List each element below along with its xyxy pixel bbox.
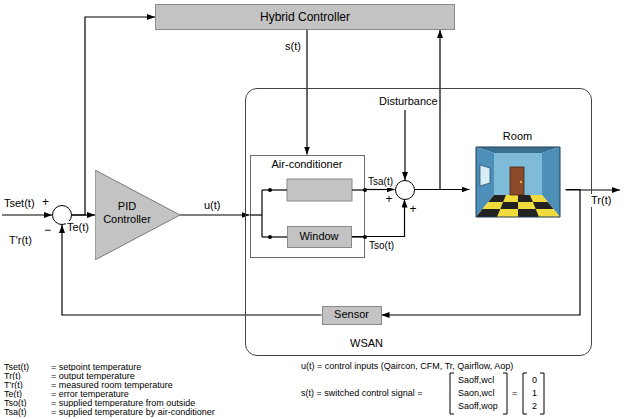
node-text: WSAN	[350, 337, 383, 350]
note-text: = supplied temperature by air-conditione…	[50, 407, 216, 418]
node-text: Sensor	[334, 308, 369, 321]
matrix-bracket	[450, 373, 454, 414]
note-text: Saon,wcl	[457, 388, 496, 399]
node-text: Hybrid Controller	[260, 10, 350, 24]
note-text: u(t) = control inputs (Qaircon, CFM, Tr,…	[300, 361, 514, 372]
room-node: Room	[470, 128, 566, 228]
node-text: +	[42, 195, 49, 209]
disturbance-label: Disturbance	[378, 95, 439, 108]
signal-label: Tsa(t)	[367, 176, 394, 188]
signal-connector	[352, 200, 405, 237]
pid-triangle: PID Controller	[95, 170, 180, 260]
note-text: =	[511, 388, 518, 399]
note-text: Tsa(t)	[3, 407, 28, 418]
signal-label: s(t)	[284, 40, 302, 53]
node-text: +	[386, 192, 393, 206]
node-text: +	[410, 202, 417, 216]
note-text: s(t) = switched control signal =	[300, 388, 424, 399]
window-box: Window	[287, 226, 352, 248]
signal-label: Tso(t)	[368, 240, 395, 252]
note-text: Saoff,wcl	[457, 375, 495, 386]
node-text: PID Controller	[98, 200, 156, 226]
signal-connector	[180, 214, 250, 215]
controller-box: Hybrid Controller	[155, 4, 455, 30]
signal-connector	[365, 189, 395, 190]
signal-label: u(t)	[203, 199, 222, 212]
matrix-bracket	[523, 373, 527, 414]
signal-connector	[415, 30, 441, 190]
node-text: Room	[503, 130, 532, 143]
input-signal: Tset(t)	[3, 197, 36, 210]
disturbance-arrow	[404, 110, 405, 180]
output-signal: Tr(t)	[590, 194, 612, 207]
note-text: 1	[531, 388, 538, 399]
wsan-boundary: WSANAir-conditionerWindow++RoomSensor	[245, 88, 592, 356]
summing-junction: ++	[395, 180, 415, 200]
node-text: −	[44, 223, 51, 237]
node-text: Window	[299, 230, 338, 243]
signal-label: T′r(t)	[8, 234, 33, 247]
signal-label: Te(t)	[66, 221, 90, 234]
signal-connector	[306, 30, 307, 155]
input-arrow	[2, 214, 52, 215]
note-text: 2	[531, 401, 538, 412]
note-text: Saoff,wop	[457, 401, 499, 412]
sensor-box: Sensor	[322, 306, 382, 325]
actuator-box: Air-conditionerWindow	[250, 155, 365, 258]
matrix-bracket	[540, 373, 544, 414]
room-picture	[470, 145, 566, 227]
note-text: 0	[531, 375, 538, 386]
node-text: Air-conditioner	[272, 158, 343, 171]
matrix-bracket	[503, 373, 507, 414]
